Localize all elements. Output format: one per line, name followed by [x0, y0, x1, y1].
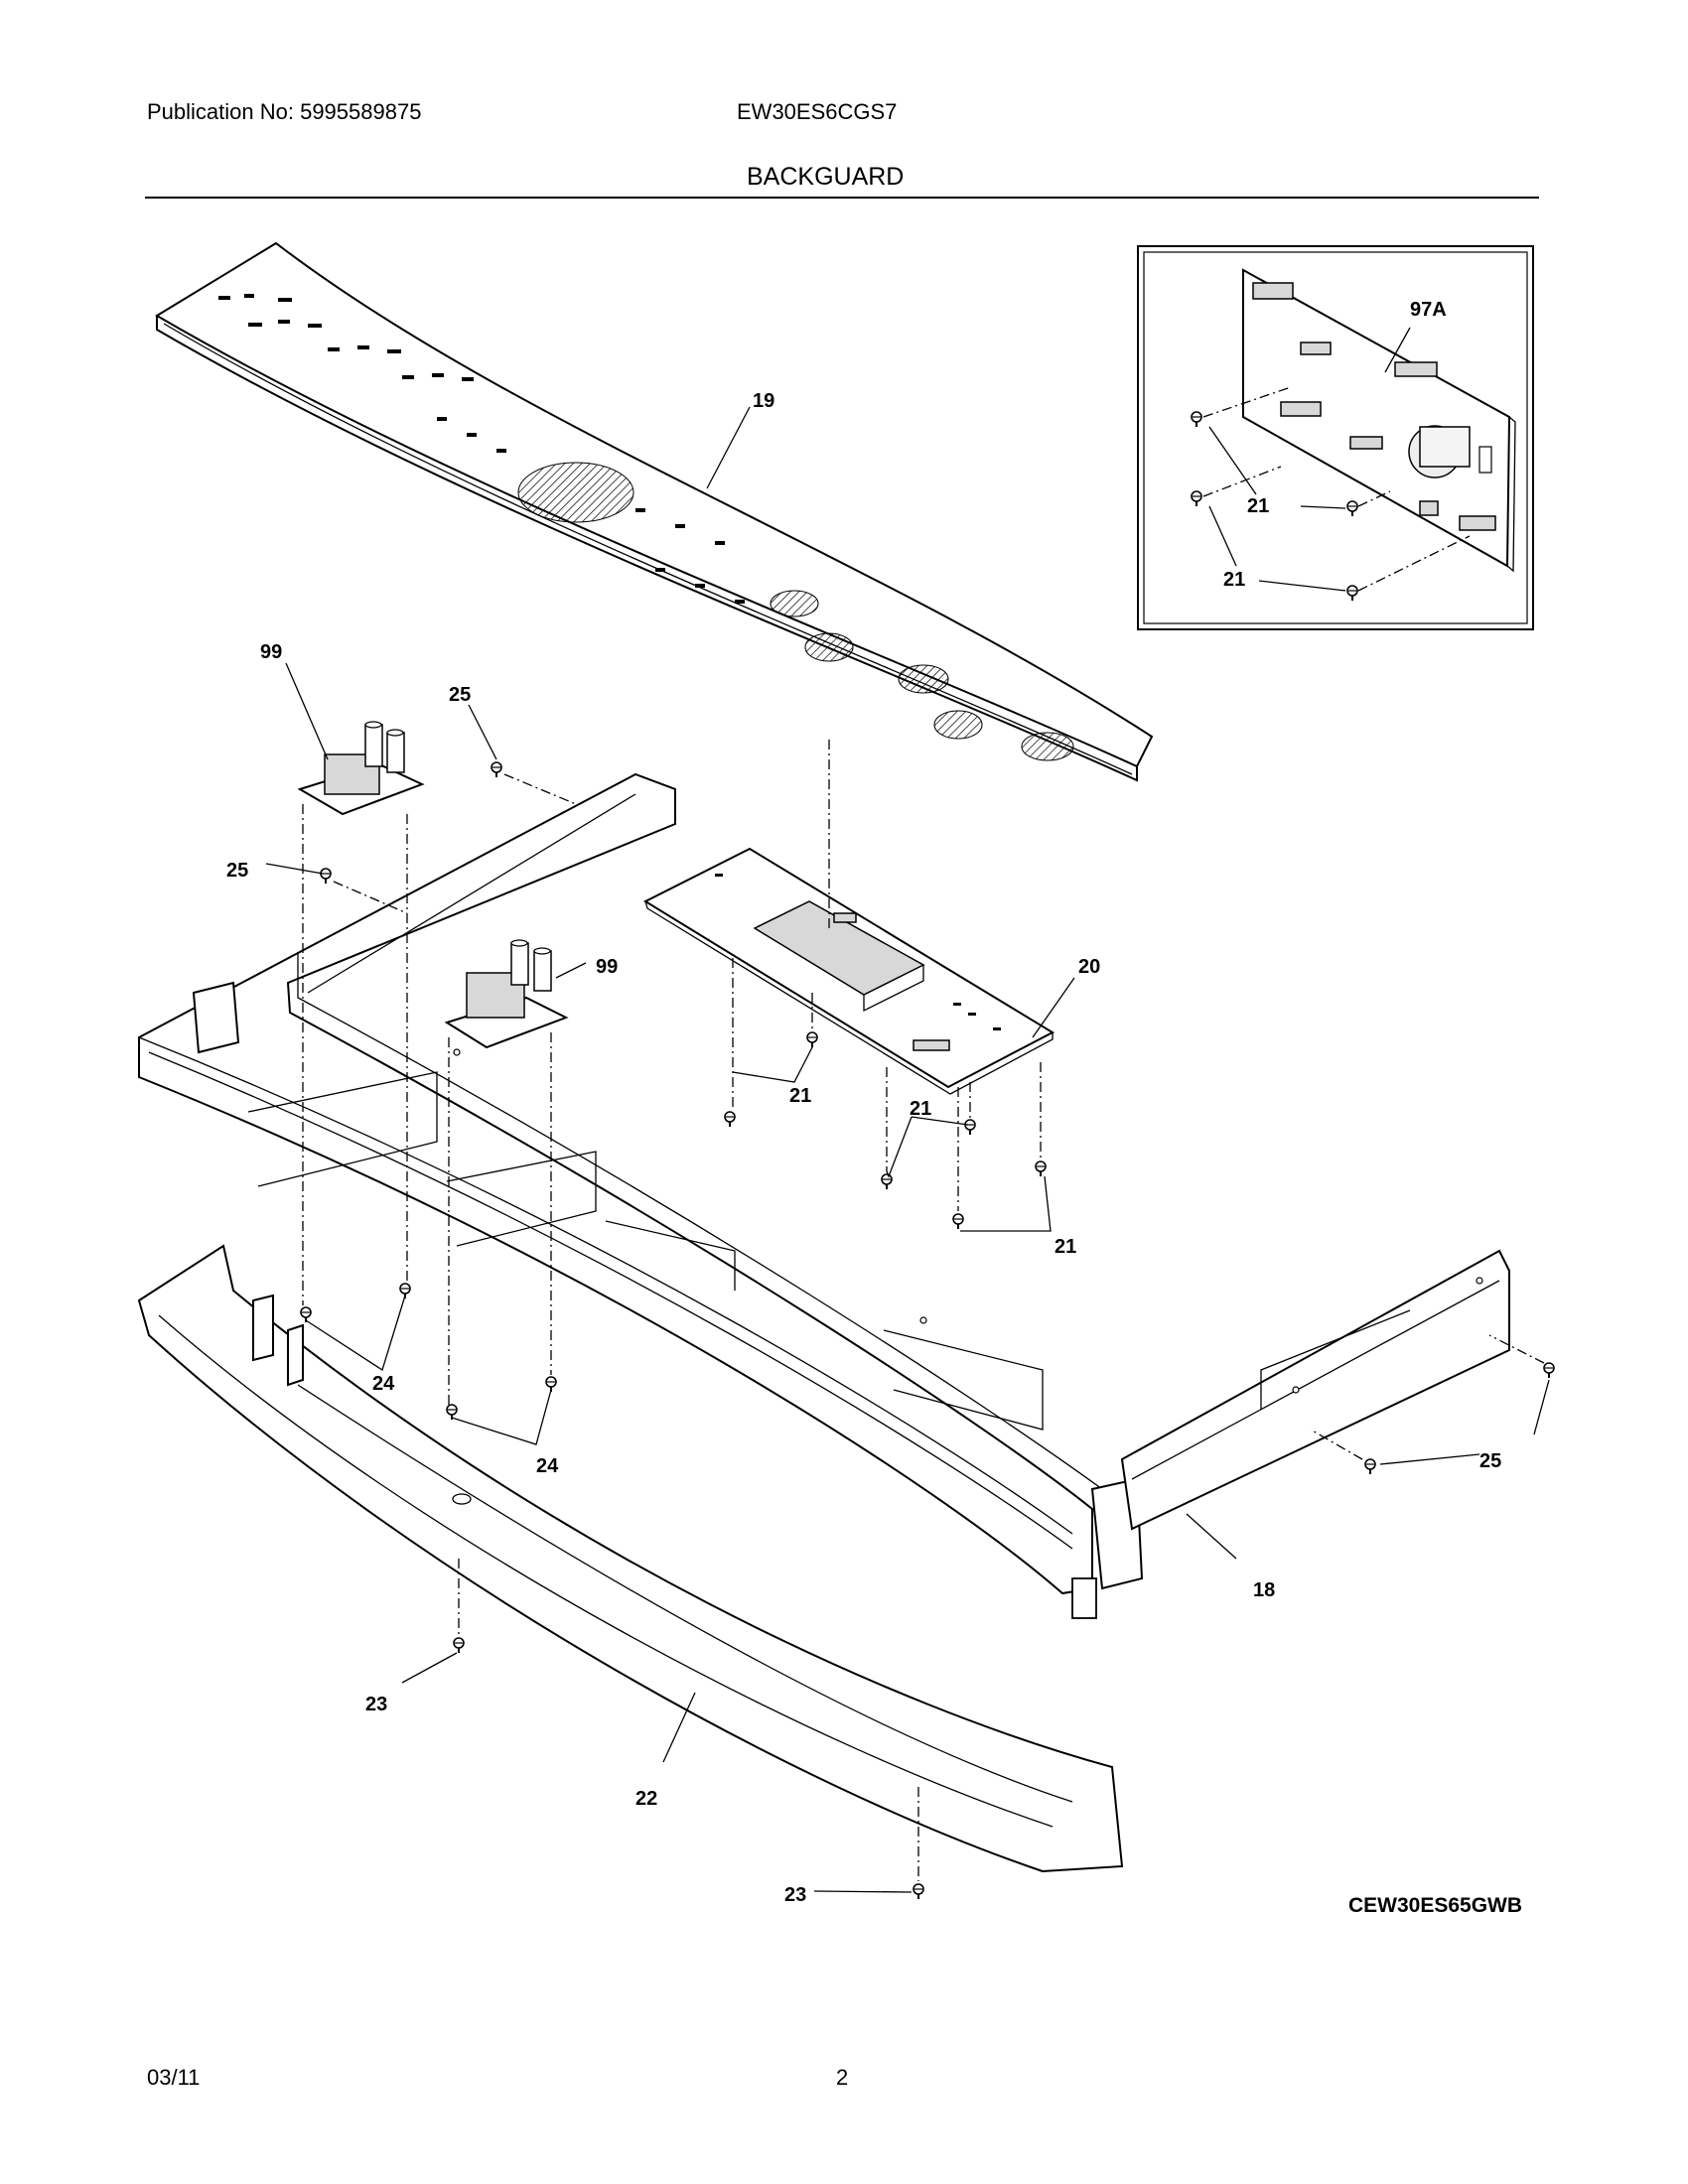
callout-21: 21: [789, 1085, 811, 1107]
callout-99: 99: [260, 641, 282, 663]
diagram-code: CEW30ES65GWB: [1348, 1894, 1523, 1917]
callout-25: 25: [1479, 1450, 1501, 1472]
page-number: 2: [836, 2065, 849, 2090]
callout-19: 19: [753, 390, 774, 412]
callout-97a: 97A: [1410, 299, 1447, 321]
callout-23: 23: [365, 1694, 387, 1715]
callout-99: 99: [596, 956, 618, 978]
callout-21: 21: [910, 1098, 931, 1120]
power-board-lower: [444, 939, 569, 1049]
callout-21: 21: [1247, 495, 1269, 517]
callout-21: 21: [1223, 569, 1245, 591]
callout-21: 21: [1055, 1236, 1076, 1258]
callout-20: 20: [1078, 956, 1100, 978]
callout-labels: 19 97A 21 21 99 25 25 99 20 21 21 21 24 …: [226, 299, 1501, 1906]
callout-18: 18: [1253, 1579, 1275, 1601]
model-number: EW30ES6CGS7: [737, 99, 898, 124]
section-title: BACKGUARD: [747, 163, 905, 191]
footer-date: 03/11: [147, 2065, 201, 2090]
callout-25: 25: [449, 684, 471, 706]
inset-box: [1137, 245, 1534, 630]
callout-24: 24: [372, 1373, 395, 1395]
callout-24: 24: [536, 1455, 559, 1477]
inset-control-board: [1242, 268, 1516, 573]
power-board-upper: [297, 721, 425, 816]
assembly-lines: [302, 740, 1545, 1881]
control-panel-overlay: [155, 241, 1154, 782]
callout-25: 25: [226, 860, 248, 882]
backguard-frame: [138, 772, 1510, 1619]
main-control-board: [642, 847, 1055, 1095]
backguard-trim: [137, 1244, 1124, 1873]
header-rule: [145, 197, 1539, 199]
publication-number: Publication No: 5995589875: [147, 99, 422, 124]
callout-22: 22: [635, 1788, 657, 1810]
callout-23: 23: [784, 1884, 806, 1906]
leader-lines: [265, 406, 1550, 1893]
